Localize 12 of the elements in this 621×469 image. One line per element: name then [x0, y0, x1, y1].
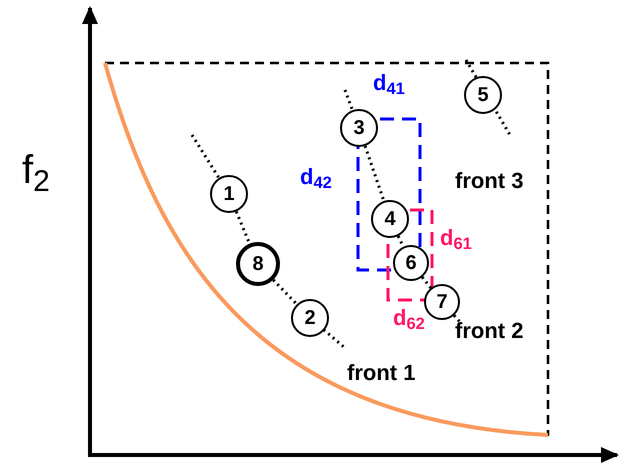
front-label: front 1: [347, 362, 416, 384]
dotted-line: [272, 278, 298, 306]
dotted-line: [234, 210, 251, 244]
d-subscript-label: d$_{42}$: [300, 166, 332, 188]
dotted-line: [421, 276, 432, 289]
dotted-line: [364, 146, 386, 202]
d-subscript-label: d$_{61}$: [440, 227, 472, 249]
d-subscript-label: d$_{41}$: [373, 72, 405, 94]
front-label: front 3: [455, 170, 524, 192]
d-subscript-label: d$_{62}$: [393, 307, 425, 329]
axis-label: f$_{2}$: [22, 150, 50, 190]
front-label: front 2: [455, 320, 524, 342]
